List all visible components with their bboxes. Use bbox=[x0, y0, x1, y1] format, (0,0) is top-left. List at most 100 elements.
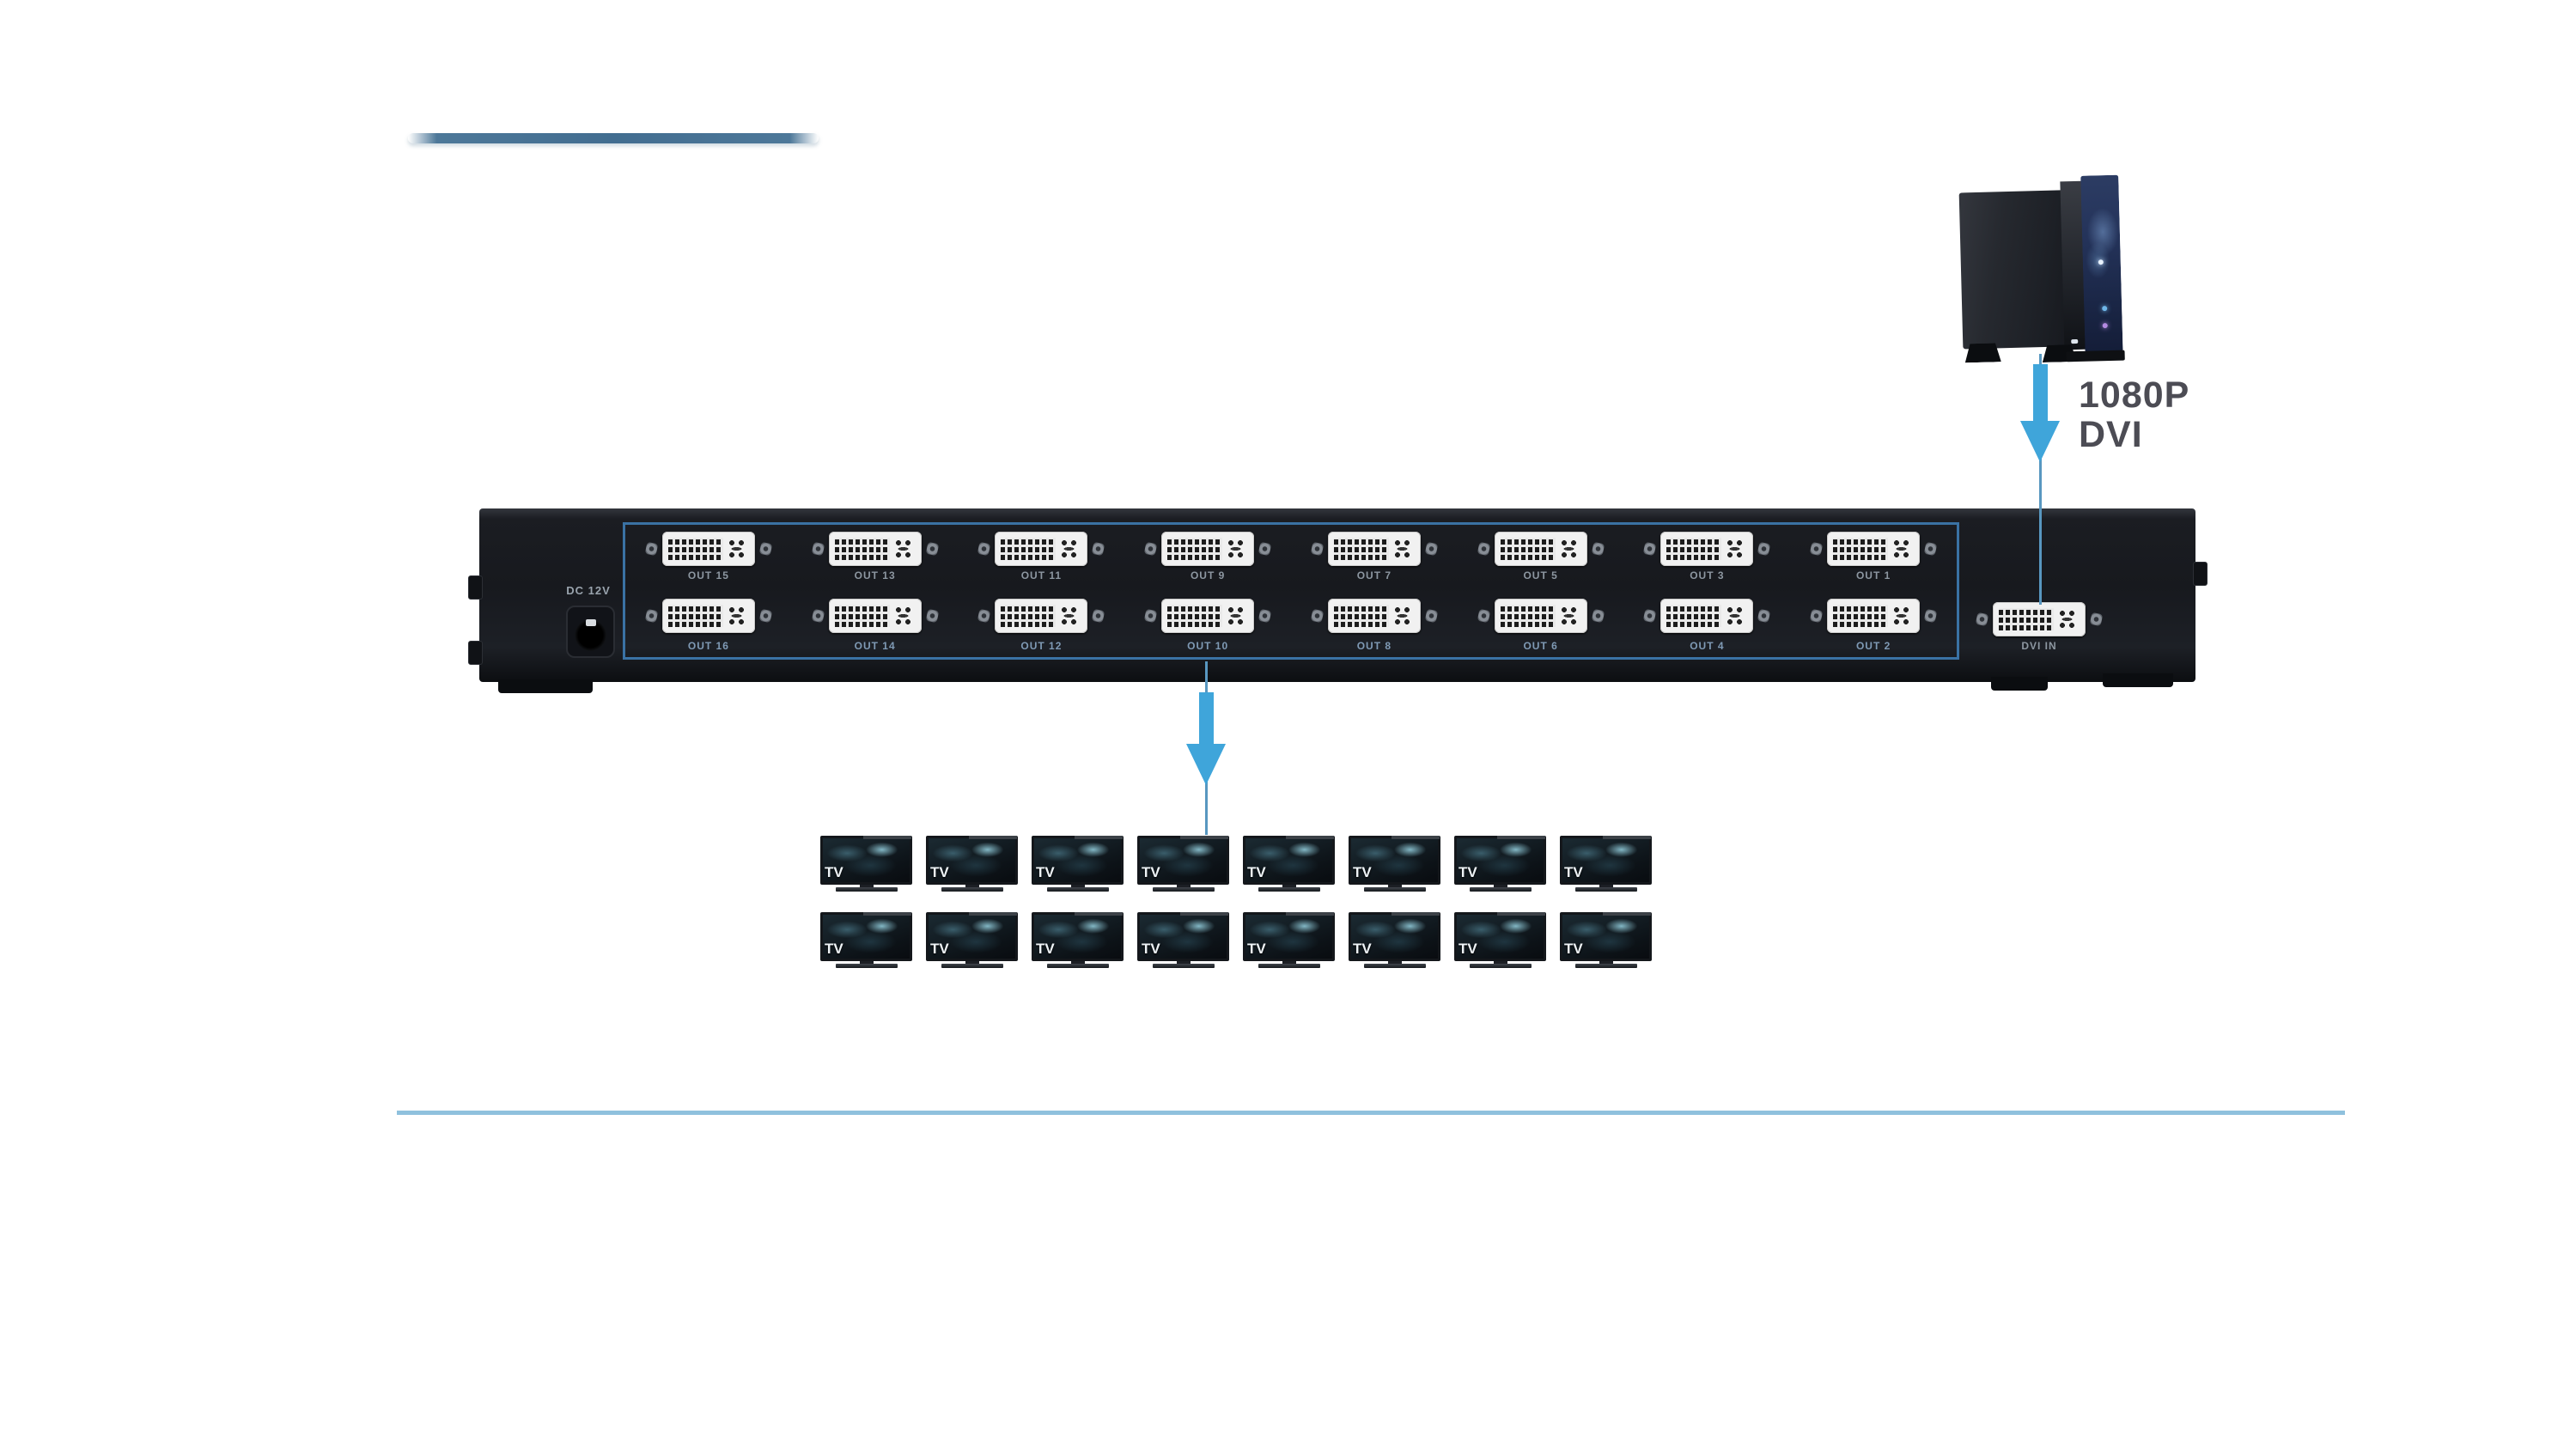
dvi-output-port bbox=[977, 598, 1105, 634]
dvi-input-connector-row bbox=[1975, 601, 2104, 637]
tv-screen: TV bbox=[1349, 836, 1440, 885]
screw-icon bbox=[1258, 608, 1272, 624]
input-arrow-line bbox=[2039, 354, 2042, 605]
dc-power-jack bbox=[566, 606, 615, 658]
pc-foot bbox=[1964, 343, 2001, 362]
screw-icon bbox=[1923, 608, 1938, 624]
screw-icon bbox=[1591, 608, 1605, 624]
source-signal-resolution: 1080P bbox=[2079, 374, 2190, 416]
screw-icon bbox=[2089, 612, 2104, 627]
down-arrow-icon bbox=[1186, 744, 1226, 785]
dvi-output-port bbox=[977, 531, 1105, 567]
screw-icon bbox=[925, 608, 939, 624]
tv-stand-neck bbox=[1493, 885, 1507, 887]
tv-screen: TV bbox=[1560, 836, 1652, 885]
output-port-label: OUT 3 bbox=[1690, 569, 1725, 581]
tv-display: TV bbox=[1349, 912, 1440, 968]
tv-label: TV bbox=[930, 941, 949, 957]
tv-screen: TV bbox=[1137, 912, 1229, 961]
left-mount-tab bbox=[468, 575, 483, 600]
tv-screen: TV bbox=[1454, 836, 1546, 885]
device-foot bbox=[1991, 677, 2048, 691]
tv-stand-neck bbox=[1599, 961, 1613, 964]
tv-display: TV bbox=[1560, 912, 1652, 968]
screw-icon bbox=[977, 608, 991, 624]
dvi-analog-pins bbox=[1892, 605, 1911, 627]
top-divider-line bbox=[408, 133, 819, 143]
tv-screen: TV bbox=[820, 836, 912, 885]
tv-label: TV bbox=[1142, 941, 1160, 957]
screw-icon bbox=[1143, 541, 1158, 557]
screw-icon bbox=[1477, 608, 1490, 624]
tv-screen: TV bbox=[1349, 912, 1440, 961]
screw-icon bbox=[977, 541, 991, 557]
screw-icon bbox=[644, 541, 659, 557]
output-port-column: OUT 13 OUT 14 bbox=[792, 531, 959, 657]
tv-display: TV bbox=[1454, 836, 1546, 892]
tv-stand-base bbox=[941, 964, 1003, 968]
screw-icon bbox=[1809, 541, 1824, 557]
tv-stand-base bbox=[1574, 887, 1637, 892]
dvi-pin-grid bbox=[1500, 605, 1556, 627]
dvi-output-port bbox=[1310, 598, 1439, 634]
dvi-input-port: DVI IN bbox=[1969, 601, 2110, 653]
down-arrow-icon bbox=[2020, 421, 2060, 462]
tv-stand-base bbox=[1469, 964, 1532, 968]
dvi-analog-pins bbox=[893, 538, 912, 560]
tv-stand-base bbox=[1046, 887, 1109, 892]
dvi-connector-icon bbox=[661, 599, 755, 633]
screw-icon bbox=[1310, 541, 1325, 557]
tv-screen: TV bbox=[1243, 912, 1335, 961]
tv-screen: TV bbox=[1032, 912, 1124, 961]
dvi-connector-icon bbox=[1494, 532, 1587, 566]
tv-stand-base bbox=[1363, 964, 1426, 968]
output-port-label: OUT 1 bbox=[1855, 569, 1891, 581]
tv-stand-base bbox=[835, 887, 898, 892]
tv-screen: TV bbox=[1560, 912, 1652, 961]
dvi-pin-grid bbox=[1833, 538, 1889, 560]
left-mount-tab bbox=[468, 641, 483, 665]
dvi-output-port bbox=[811, 598, 939, 634]
tv-label: TV bbox=[1036, 941, 1055, 957]
tv-display: TV bbox=[926, 836, 1018, 892]
output-port-label: OUT 9 bbox=[1190, 569, 1226, 581]
down-arrow-icon bbox=[1199, 692, 1214, 746]
output-port-column: OUT 15 OUT 16 bbox=[625, 531, 792, 657]
dvi-pin-grid bbox=[1167, 605, 1223, 627]
dvi-analog-pins bbox=[893, 605, 912, 627]
screw-icon bbox=[1975, 612, 1989, 627]
tv-stand-neck bbox=[1387, 961, 1402, 964]
tv-stand-neck bbox=[1176, 885, 1191, 887]
tv-screen: TV bbox=[926, 836, 1018, 885]
dvi-output-port bbox=[1809, 531, 1938, 567]
tv-stand-neck bbox=[1493, 961, 1507, 964]
dvi-analog-pins bbox=[727, 538, 746, 560]
dvi-pin-grid bbox=[1167, 538, 1223, 560]
dc-jack-hole bbox=[575, 619, 606, 651]
dvi-output-port bbox=[1477, 598, 1605, 634]
tv-stand-neck bbox=[1070, 885, 1085, 887]
right-mount-tab bbox=[2193, 562, 2208, 586]
dvi-pin-grid bbox=[1001, 538, 1057, 560]
tv-screen: TV bbox=[1032, 836, 1124, 885]
screw-icon bbox=[1923, 541, 1938, 557]
output-port-label: OUT 7 bbox=[1356, 569, 1392, 581]
dvi-output-port bbox=[811, 531, 939, 567]
tv-screen: TV bbox=[1137, 836, 1229, 885]
tv-screen: TV bbox=[820, 912, 912, 961]
screw-icon bbox=[1092, 541, 1105, 557]
dvi-connector-icon bbox=[995, 599, 1088, 633]
tv-stand-neck bbox=[1599, 885, 1613, 887]
output-port-column: OUT 3 OUT 4 bbox=[1624, 531, 1791, 657]
output-port-column: OUT 11 OUT 12 bbox=[959, 531, 1125, 657]
tv-stand-base bbox=[1152, 964, 1215, 968]
tv-label: TV bbox=[1459, 941, 1477, 957]
outputs-group-box: OUT 15 OUT 16 OUT 13 OUT 14 OUT 11 bbox=[623, 522, 1959, 660]
pc-drive-led-icon bbox=[2071, 338, 2079, 344]
dvi-pin-grid bbox=[667, 538, 723, 560]
tv-stand-neck bbox=[1176, 961, 1191, 964]
screw-icon bbox=[811, 541, 825, 557]
device-foot bbox=[498, 679, 593, 693]
tv-grid: TV TV TV TV TV TV TV TV TV bbox=[820, 836, 1652, 968]
dvi-pin-grid bbox=[1999, 608, 2054, 630]
